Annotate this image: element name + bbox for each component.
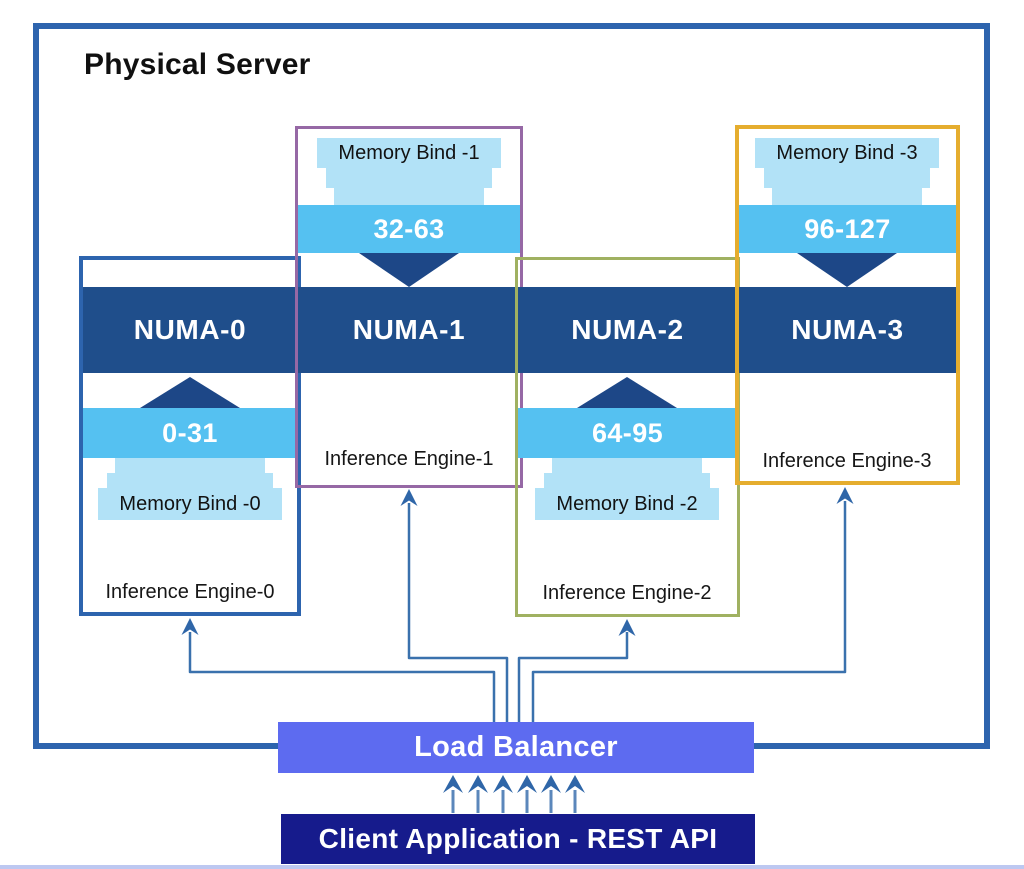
numa-0-core-range: 0-31: [83, 408, 297, 458]
client-arrowhead-4: [517, 775, 537, 793]
numa-1-memory-bind-label: Memory Bind -1: [317, 138, 501, 168]
numa-0-memory-bind-label: Memory Bind -0: [98, 488, 282, 520]
client-arrowhead-5: [541, 775, 561, 793]
numa-2-band: NUMA-2: [518, 287, 737, 373]
numa-3-memory-step-2: [764, 168, 930, 188]
client-application-box: Client Application - REST API: [281, 814, 755, 864]
inference-engine-3-label: Inference Engine-3: [762, 450, 932, 472]
numa-2-memory-bind-label: Memory Bind -2: [535, 488, 719, 520]
numa-2-memory-step-2: [544, 473, 710, 488]
numa-3-band: NUMA-3: [739, 287, 956, 373]
numa-0-triangle-up-connector: [140, 377, 240, 408]
numa-0-band: NUMA-0: [83, 287, 297, 373]
numa-1-band: NUMA-1: [298, 287, 520, 373]
numa-1-core-range: 32-63: [298, 205, 520, 253]
inference-engine-1-label: Inference Engine-1: [324, 448, 494, 470]
numa-3-memory-bind-label: Memory Bind -3: [755, 138, 939, 168]
numa-3-box: [735, 125, 960, 485]
load-balancer-box: Load Balancer: [278, 722, 754, 773]
numa-2-core-range: 64-95: [518, 408, 737, 458]
numa-2-triangle-up-connector: [577, 377, 677, 408]
numa-3-triangle-down-connector: [797, 253, 897, 287]
bottom-edge-strip: [0, 865, 1024, 869]
inference-engine-0-label: Inference Engine-0: [105, 581, 275, 603]
client-arrowhead-1: [443, 775, 463, 793]
numa-2-memory-step-1: [552, 458, 702, 473]
numa-0-box: [79, 256, 301, 616]
physical-server-title: Physical Server: [84, 48, 311, 81]
numa-3-core-range: 96-127: [739, 205, 956, 253]
numa-1-memory-step-2: [326, 168, 492, 188]
numa-1-triangle-down-connector: [359, 253, 459, 287]
client-arrowhead-6: [565, 775, 585, 793]
client-arrowhead-3: [493, 775, 513, 793]
numa-1-memory-step-1: [334, 188, 484, 205]
numa-0-memory-step-2: [107, 473, 273, 488]
numa-3-memory-step-1: [772, 188, 922, 205]
inference-engine-2-label: Inference Engine-2: [542, 582, 712, 604]
client-arrowhead-2: [468, 775, 488, 793]
numa-0-memory-step-1: [115, 458, 265, 473]
